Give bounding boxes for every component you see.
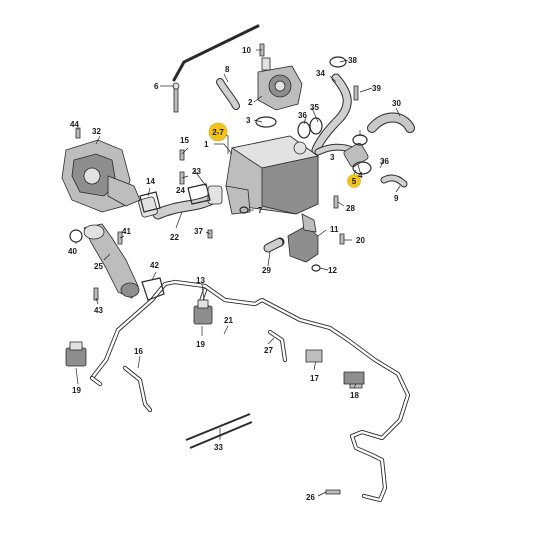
label-22: 22 <box>170 233 179 242</box>
label-36-right: 36 <box>380 157 389 166</box>
coolant-hoses <box>216 73 415 253</box>
label-28: 28 <box>346 204 355 213</box>
label-13: 13 <box>196 276 205 285</box>
label-3-top: 3 <box>246 116 251 125</box>
label-20: 20 <box>356 236 365 245</box>
label-38: 38 <box>348 56 357 65</box>
label-5: 5 <box>352 177 357 186</box>
label-39: 39 <box>372 84 381 93</box>
rod-6 <box>172 24 260 82</box>
part-labels: 1 2 3 3 4 7 8 9 10 11 12 13 14 15 16 17 … <box>68 46 401 502</box>
label-7: 7 <box>258 206 263 215</box>
label-42: 42 <box>150 261 159 270</box>
rods-33 <box>185 413 253 449</box>
label-10: 10 <box>242 46 251 55</box>
label-23: 23 <box>192 167 201 176</box>
label-4: 4 <box>358 171 363 180</box>
callout-2-7: 2-7 <box>208 122 228 142</box>
label-8: 8 <box>225 65 230 74</box>
label-37: 37 <box>194 227 203 236</box>
egr-pipe-part <box>83 223 140 299</box>
label-17: 17 <box>310 374 319 383</box>
vacuum-line-network <box>89 279 411 503</box>
solenoid-valves <box>65 299 213 367</box>
label-2: 2 <box>248 98 253 107</box>
label-3-right: 3 <box>330 153 335 162</box>
label-30: 30 <box>392 99 401 108</box>
label-24: 24 <box>176 186 185 195</box>
brackets <box>305 349 365 385</box>
callout-5: 5 <box>347 174 361 188</box>
label-16: 16 <box>134 347 143 356</box>
label-41: 41 <box>122 227 131 236</box>
label-43: 43 <box>94 306 103 315</box>
label-35: 35 <box>310 103 319 112</box>
label-18: 18 <box>350 391 359 400</box>
egr-valve-part <box>257 57 303 111</box>
label-11: 11 <box>330 225 339 234</box>
egr-cooler-part <box>225 135 319 263</box>
label-2-7: 2-7 <box>212 128 224 137</box>
label-14: 14 <box>146 177 155 186</box>
exhaust-manifold-part <box>61 139 141 213</box>
label-19-center: 19 <box>196 340 205 349</box>
label-36-left: 36 <box>298 111 307 120</box>
label-27: 27 <box>264 346 273 355</box>
label-34: 34 <box>316 69 325 78</box>
label-44: 44 <box>70 120 79 129</box>
label-12: 12 <box>328 266 337 275</box>
label-32: 32 <box>92 127 101 136</box>
label-25: 25 <box>94 262 103 271</box>
label-33: 33 <box>214 443 223 452</box>
label-6: 6 <box>154 82 159 91</box>
label-40: 40 <box>68 247 77 256</box>
label-26: 26 <box>306 493 315 502</box>
label-21: 21 <box>224 316 233 325</box>
label-1: 1 <box>204 140 209 149</box>
label-19-left: 19 <box>72 386 81 395</box>
label-29: 29 <box>262 266 271 275</box>
label-15: 15 <box>180 136 189 145</box>
label-9: 9 <box>394 194 399 203</box>
